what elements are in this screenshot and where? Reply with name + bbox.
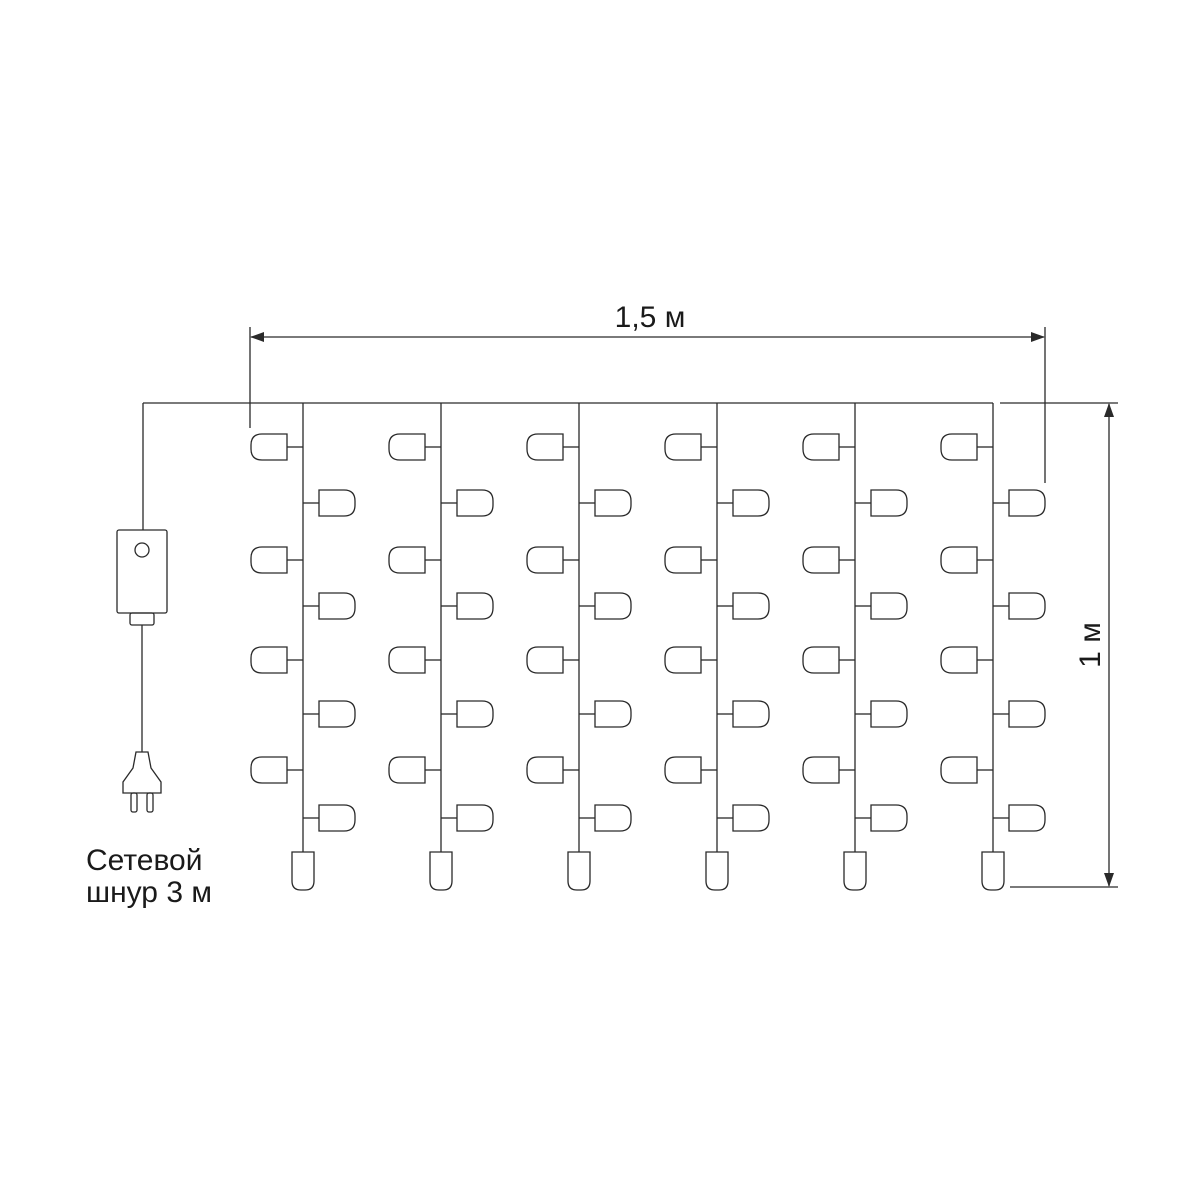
led-bulb-icon [318, 489, 356, 517]
end-bulb-icon [981, 851, 1005, 891]
led-bulb-icon [1008, 700, 1046, 728]
led-bulb-icon [388, 756, 426, 784]
led-bulb-icon [870, 804, 908, 832]
led-bulb-icon [802, 433, 840, 461]
led-bulb-icon [802, 756, 840, 784]
led-bulb-icon [526, 546, 564, 574]
led-bulb-icon [250, 433, 288, 461]
led-bulb-icon [250, 756, 288, 784]
led-bulb-icon [1008, 592, 1046, 620]
led-bulb-icon [1008, 489, 1046, 517]
end-bulb-icon [291, 851, 315, 891]
led-bulb-icon [388, 433, 426, 461]
led-bulb-icon [594, 592, 632, 620]
led-bulb-icon [870, 700, 908, 728]
end-bulb-icon [567, 851, 591, 891]
led-bulb-icon [802, 646, 840, 674]
led-bulb-icon [732, 700, 770, 728]
led-bulb-icon [388, 646, 426, 674]
end-bulb-icon [705, 851, 729, 891]
led-bulb-icon [802, 546, 840, 574]
led-bulb-icon [318, 592, 356, 620]
led-bulb-icon [664, 756, 702, 784]
led-bulb-icon [250, 546, 288, 574]
led-bulb-icon [250, 646, 288, 674]
led-bulb-icon [732, 804, 770, 832]
led-bulb-icon [870, 489, 908, 517]
led-bulb-icon [940, 433, 978, 461]
led-strands [250, 403, 1046, 891]
led-bulb-icon [594, 489, 632, 517]
led-bulb-icon [456, 489, 494, 517]
led-bulb-icon [318, 700, 356, 728]
end-bulb-icon [429, 851, 453, 891]
width-dimension: 1,5 м [249, 301, 1046, 483]
cord-caption-line2: шнур 3 м [86, 876, 212, 909]
led-bulb-icon [664, 433, 702, 461]
led-bulb-icon [318, 804, 356, 832]
led-bulb-icon [870, 592, 908, 620]
led-bulb-icon [732, 489, 770, 517]
led-bulb-icon [732, 592, 770, 620]
led-bulb-icon [456, 592, 494, 620]
led-bulb-icon [940, 756, 978, 784]
led-bulb-icon [526, 646, 564, 674]
led-bulb-icon [594, 700, 632, 728]
plug-icon [122, 751, 162, 813]
led-bulb-icon [456, 700, 494, 728]
led-bulb-icon [940, 546, 978, 574]
led-bulb-icon [664, 546, 702, 574]
led-bulb-icon [940, 646, 978, 674]
end-bulb-icon [843, 851, 867, 891]
width-label: 1,5 м [615, 301, 686, 334]
led-bulb-icon [526, 433, 564, 461]
led-bulb-icon [664, 646, 702, 674]
led-bulb-icon [526, 756, 564, 784]
led-bulb-icon [388, 546, 426, 574]
controller-box [116, 529, 168, 626]
led-bulb-icon [1008, 804, 1046, 832]
controller-button-icon [134, 542, 150, 558]
led-bulb-icon [594, 804, 632, 832]
height-label: 1 м [1074, 622, 1107, 668]
height-dimension: 1 м [1000, 402, 1118, 888]
led-bulb-icon [456, 804, 494, 832]
cord-caption-line1: Сетевой [86, 844, 202, 877]
